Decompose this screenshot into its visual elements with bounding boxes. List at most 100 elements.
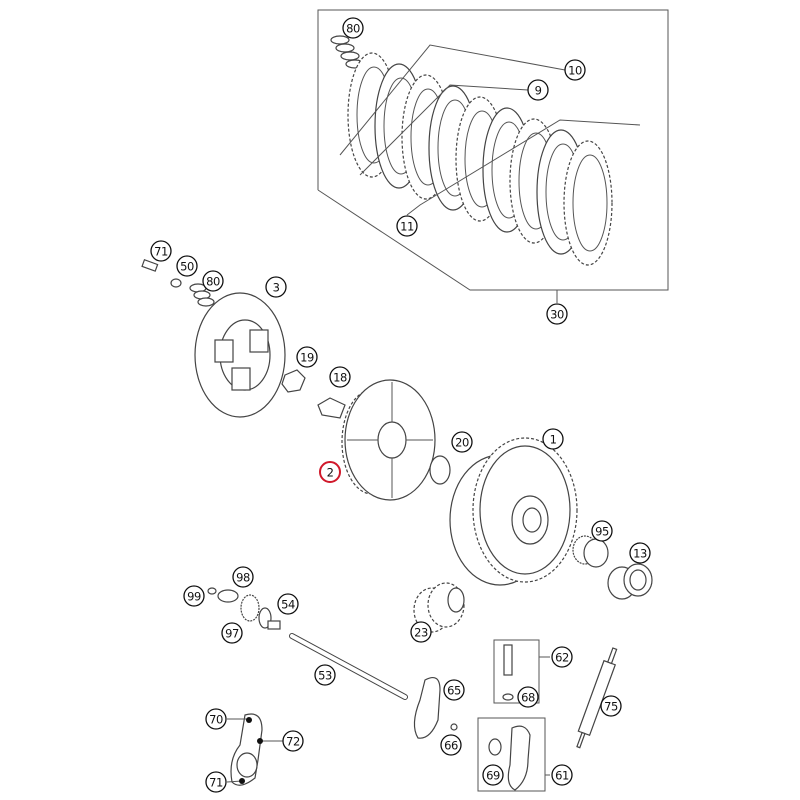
callout-number: 71 — [154, 245, 168, 259]
lock-washer-part — [317, 397, 346, 419]
callout-number: 99 — [187, 590, 201, 604]
callout-circle — [329, 366, 351, 388]
clutch-hub-part — [341, 379, 436, 501]
parts-drawing — [141, 9, 669, 792]
callout-number: 75 — [604, 700, 618, 714]
callout-circle — [183, 585, 205, 607]
friction-plate-part — [563, 140, 613, 266]
callout-7[interactable]: 80 — [202, 270, 224, 292]
callout-number: 66 — [444, 739, 458, 753]
callout-circle — [202, 270, 224, 292]
callout-number: 11 — [400, 220, 414, 234]
callout-circle — [482, 764, 504, 786]
callout-number: 2 — [327, 466, 334, 480]
callout-18[interactable]: 54 — [277, 593, 299, 615]
callout-2[interactable]: 9 — [527, 79, 549, 101]
callout-number: 13 — [633, 547, 647, 561]
pin-part — [141, 259, 159, 272]
callout-12[interactable]: 20 — [451, 431, 473, 453]
callout-10[interactable]: 18 — [329, 366, 351, 388]
callout-circle — [232, 566, 254, 588]
callout-17[interactable]: 98 — [232, 566, 254, 588]
callout-circle — [629, 542, 651, 564]
callout-circle — [551, 764, 573, 786]
callout-6[interactable]: 50 — [176, 255, 198, 277]
callout-11[interactable]: 2 — [319, 461, 341, 483]
callout-31[interactable]: 61 — [551, 764, 573, 786]
washer-part — [170, 278, 182, 288]
seal-ring-part — [488, 738, 502, 756]
callout-number: 61 — [555, 769, 569, 783]
callout-circle — [314, 664, 336, 686]
pressure-plate-part — [194, 292, 286, 418]
callout-circle — [396, 215, 418, 237]
callout-circle — [440, 734, 462, 756]
callout-24[interactable]: 65 — [443, 679, 465, 701]
callout-circle — [342, 17, 364, 39]
callout-number: 71 — [209, 776, 223, 790]
callout-0[interactable]: 80 — [342, 17, 364, 39]
callout-number: 19 — [300, 351, 314, 365]
callout-number: 23 — [414, 626, 428, 640]
nut-part — [281, 369, 306, 393]
callout-number: 10 — [568, 64, 582, 78]
callout-circle — [221, 622, 243, 644]
callout-16[interactable]: 99 — [183, 585, 205, 607]
callout-29[interactable]: 71 — [205, 771, 227, 793]
callout-number: 1 — [550, 433, 557, 447]
callout-1[interactable]: 10 — [564, 59, 586, 81]
washer-part — [429, 455, 451, 485]
spring-part — [189, 283, 215, 307]
callout-circle — [546, 303, 568, 325]
callout-circle — [564, 59, 586, 81]
callout-number: 3 — [273, 281, 280, 295]
lever-part — [507, 725, 531, 791]
callout-circle — [319, 461, 341, 483]
plate-inner-edge — [572, 154, 608, 252]
callout-3[interactable]: 11 — [396, 215, 418, 237]
gear-part — [413, 582, 465, 633]
callout-number: 70 — [209, 713, 223, 727]
callout-5[interactable]: 71 — [150, 240, 172, 262]
callout-27[interactable]: 72 — [282, 730, 304, 752]
callout-number: 20 — [455, 436, 469, 450]
callout-19[interactable]: 97 — [221, 622, 243, 644]
callout-number: 68 — [521, 691, 535, 705]
callout-circle — [451, 431, 473, 453]
callout-4[interactable]: 30 — [546, 303, 568, 325]
callout-circle — [551, 646, 573, 668]
callout-circle — [600, 695, 622, 717]
callout-22[interactable]: 62 — [551, 646, 573, 668]
callout-23[interactable]: 68 — [517, 686, 539, 708]
callout-circle — [296, 346, 318, 368]
callout-labels: 80 10 9 11 30 71 50 80 3 19 18 2 20 1 95 13 99 98 54 97 23 53… — [150, 17, 651, 793]
callout-number: 65 — [447, 684, 461, 698]
callout-9[interactable]: 19 — [296, 346, 318, 368]
callout-number: 95 — [595, 525, 609, 539]
callout-28[interactable]: 66 — [440, 734, 462, 756]
callout-circle — [265, 276, 287, 298]
callout-number: 80 — [206, 275, 220, 289]
gasket-part — [413, 677, 441, 739]
grease-syringe-part — [576, 647, 618, 749]
valve-part — [503, 644, 513, 676]
callout-number: 97 — [225, 627, 239, 641]
callout-13[interactable]: 1 — [542, 428, 564, 450]
callout-circle — [410, 621, 432, 643]
callout-15[interactable]: 13 — [629, 542, 651, 564]
callout-number: 80 — [346, 22, 360, 36]
callout-number: 50 — [180, 260, 194, 274]
callout-20[interactable]: 23 — [410, 621, 432, 643]
callout-30[interactable]: 69 — [482, 764, 504, 786]
callout-number: 54 — [281, 598, 295, 612]
callout-14[interactable]: 95 — [591, 520, 613, 542]
callout-26[interactable]: 70 — [205, 708, 227, 730]
callout-21[interactable]: 53 — [314, 664, 336, 686]
callout-circle — [150, 240, 172, 262]
callout-8[interactable]: 3 — [265, 276, 287, 298]
callout-circle — [542, 428, 564, 450]
callout-number: 62 — [555, 651, 569, 665]
callout-25[interactable]: 75 — [600, 695, 622, 717]
clutch-basket-part — [449, 437, 578, 586]
